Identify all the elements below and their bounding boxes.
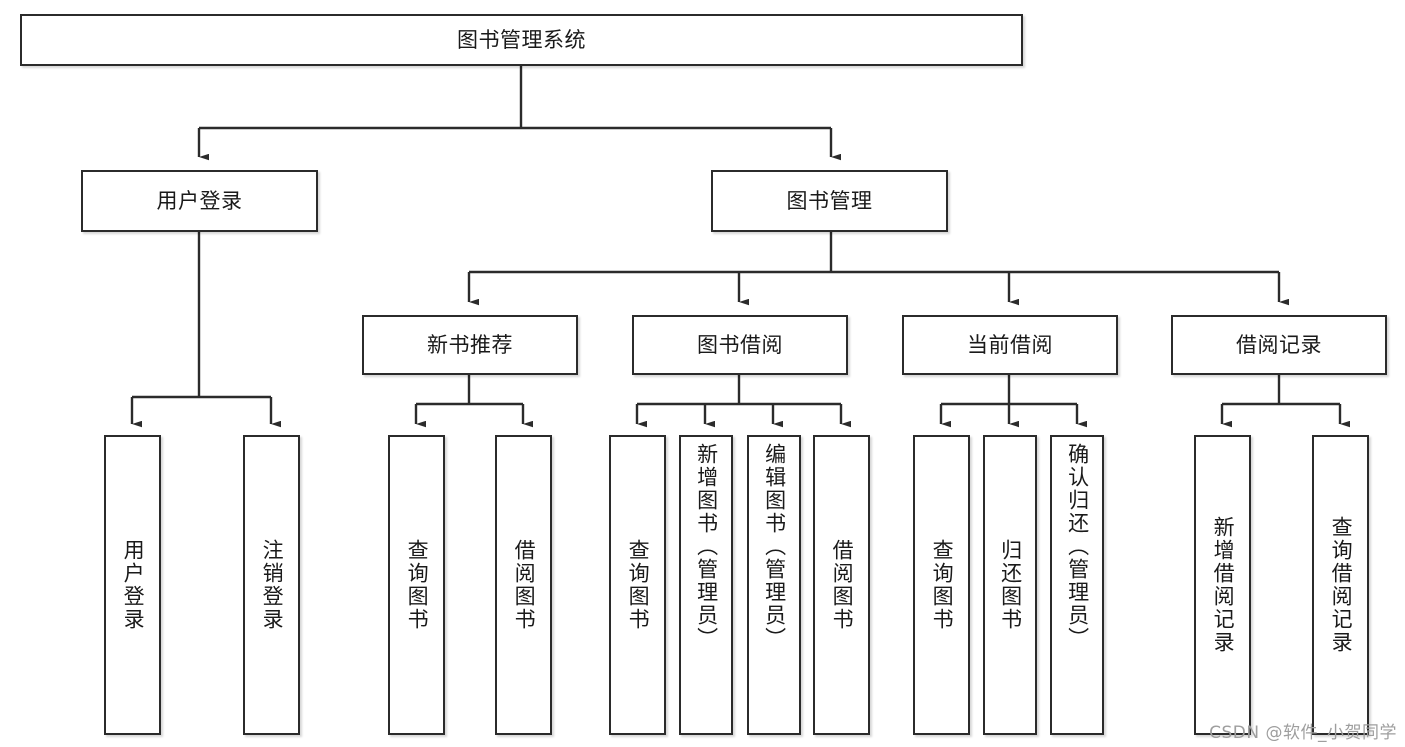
- leaf-add-borrow-record[interactable]: 新增借阅记录: [1194, 435, 1251, 735]
- leaf-query-borrow-record[interactable]: 查询借阅记录: [1312, 435, 1369, 735]
- leaf-borrow-book-recommendation[interactable]: 借阅图书: [495, 435, 552, 735]
- leaf-query-book-borrow[interactable]: 查询图书: [609, 435, 666, 735]
- node-label: 图书管理: [786, 188, 873, 213]
- node-label: 编辑图书（管理员）: [762, 443, 787, 650]
- node-label: 图书借阅: [697, 332, 783, 357]
- node-book-management[interactable]: 图书管理: [711, 170, 948, 232]
- leaf-add-book-admin[interactable]: 新增图书（管理员）: [679, 435, 733, 735]
- node-label: 注销登录: [260, 539, 285, 631]
- node-label: 归还图书: [998, 539, 1023, 631]
- node-label: 查询借阅记录: [1329, 516, 1354, 654]
- node-label: 查询图书: [626, 539, 651, 631]
- leaf-confirm-return-admin[interactable]: 确认归还（管理员）: [1050, 435, 1104, 735]
- leaf-query-book-recommendation[interactable]: 查询图书: [388, 435, 445, 735]
- node-book-borrow[interactable]: 图书借阅: [632, 315, 848, 375]
- node-label: 用户登录: [156, 188, 243, 213]
- leaf-query-book-current[interactable]: 查询图书: [913, 435, 970, 735]
- node-label: 查询图书: [405, 539, 430, 631]
- leaf-edit-book-admin[interactable]: 编辑图书（管理员）: [747, 435, 801, 735]
- node-current-borrow[interactable]: 当前借阅: [902, 315, 1118, 375]
- node-root-book-management-system[interactable]: 图书管理系统: [20, 14, 1023, 66]
- leaf-return-book[interactable]: 归还图书: [983, 435, 1037, 735]
- node-label: 借阅图书: [512, 539, 537, 631]
- node-user-login[interactable]: 用户登录: [81, 170, 318, 232]
- node-label: 借阅记录: [1236, 332, 1322, 357]
- node-label: 查询图书: [930, 539, 955, 631]
- leaf-user-login[interactable]: 用户登录: [104, 435, 161, 735]
- node-label: 当前借阅: [967, 332, 1053, 357]
- node-new-book-recommendation[interactable]: 新书推荐: [362, 315, 578, 375]
- leaf-logout[interactable]: 注销登录: [243, 435, 300, 735]
- node-label: 新增图书（管理员）: [694, 443, 719, 650]
- node-label: 借阅图书: [830, 539, 855, 631]
- node-label: 新增借阅记录: [1211, 516, 1236, 654]
- node-label: 新书推荐: [427, 332, 513, 357]
- watermark-text: CSDN @软件_小贺同学: [1209, 723, 1397, 743]
- node-label: 确认归还（管理员）: [1065, 443, 1090, 650]
- node-label: 图书管理系统: [457, 27, 586, 52]
- node-borrow-record[interactable]: 借阅记录: [1171, 315, 1387, 375]
- leaf-borrow-book[interactable]: 借阅图书: [813, 435, 870, 735]
- node-label: 用户登录: [121, 539, 146, 631]
